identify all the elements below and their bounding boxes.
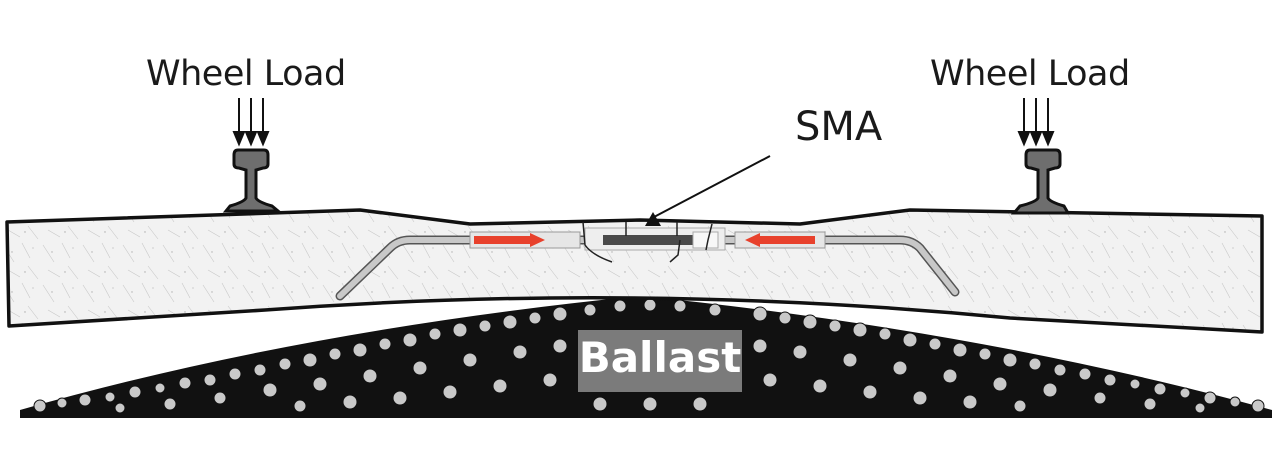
red-actuator-arrows: [474, 233, 815, 247]
concrete-sleeper: [5, 208, 1264, 334]
wheel-load-arrows-left: [232, 98, 270, 147]
wheel-load-label-left: Wheel Load: [146, 54, 346, 94]
sma-pointer-head: [645, 212, 661, 226]
sma-element: [603, 235, 693, 245]
sma-label: SMA: [795, 104, 883, 150]
sma-pointer-line: [653, 155, 771, 218]
wheel-load-label-right: Wheel Load: [930, 54, 1130, 94]
crack-lines: [582, 221, 713, 263]
rail-left: [222, 148, 283, 213]
ballast-label: Ballast: [578, 333, 742, 382]
rail-right: [1010, 148, 1071, 215]
ballast-label-background: [578, 330, 742, 392]
wheel-load-arrows-right: [1017, 98, 1055, 147]
